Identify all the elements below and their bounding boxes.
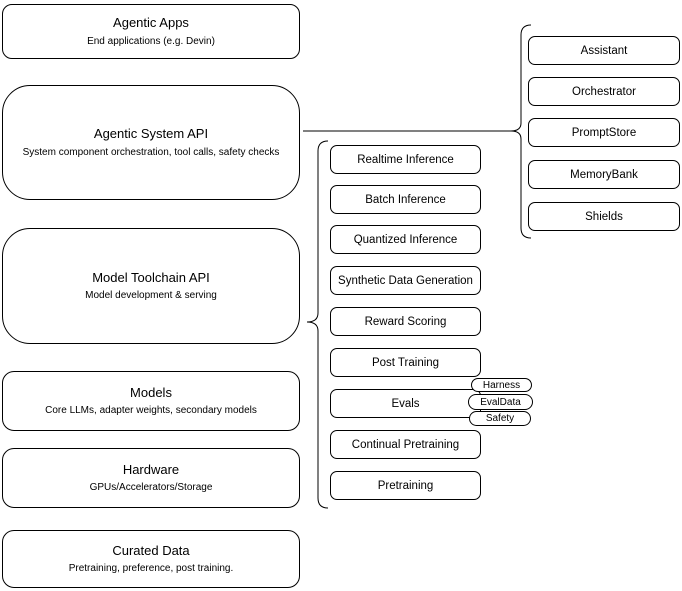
toolchain-item-synthetic-data-generation[interactable]: Synthetic Data Generation — [330, 266, 481, 295]
eval-tag-safety[interactable]: Safety — [469, 411, 531, 426]
box-model-toolchain-api-subtitle: Model development & serving — [85, 290, 217, 302]
toolchain-item-pretraining[interactable]: Pretraining — [330, 471, 481, 500]
system-item-assistant[interactable]: Assistant — [528, 36, 680, 65]
box-curated-data[interactable]: Curated Data Pretraining, preference, po… — [2, 530, 300, 588]
toolchain-item-realtime-inference[interactable]: Realtime Inference — [330, 145, 481, 174]
box-hardware[interactable]: Hardware GPUs/Accelerators/Storage — [2, 448, 300, 508]
toolchain-components-brace — [306, 140, 329, 509]
system-item-promptstore[interactable]: PromptStore — [528, 118, 680, 147]
box-agentic-system-api[interactable]: Agentic System API System component orch… — [2, 85, 300, 200]
box-hardware-subtitle: GPUs/Accelerators/Storage — [89, 482, 213, 494]
box-model-toolchain-api-title: Model Toolchain API — [92, 269, 210, 285]
system-item-orchestrator[interactable]: Orchestrator — [528, 77, 680, 106]
box-hardware-title: Hardware — [122, 461, 180, 477]
box-agentic-apps[interactable]: Agentic Apps End applications (e.g. Devi… — [2, 4, 300, 59]
eval-tag-harness[interactable]: Harness — [471, 378, 532, 392]
box-models-title: Models — [130, 384, 172, 400]
box-models-subtitle: Core LLMs, adapter weights, secondary mo… — [45, 405, 257, 417]
box-agentic-system-api-title: Agentic System API — [93, 126, 209, 142]
box-agentic-apps-title: Agentic Apps — [113, 15, 189, 31]
system-components-brace — [510, 24, 532, 239]
system-item-memorybank[interactable]: MemoryBank — [528, 160, 680, 189]
box-agentic-apps-subtitle: End applications (e.g. Devin) — [87, 35, 215, 47]
box-curated-data-title: Curated Data — [112, 542, 190, 558]
system-item-shields[interactable]: Shields — [528, 202, 680, 231]
box-model-toolchain-api[interactable]: Model Toolchain API Model development & … — [2, 228, 300, 344]
toolchain-item-post-training[interactable]: Post Training — [330, 348, 481, 377]
eval-tag-evaldata[interactable]: EvalData — [468, 394, 533, 410]
toolchain-item-evals[interactable]: Evals — [330, 389, 481, 418]
toolchain-item-continual-pretraining[interactable]: Continual Pretraining — [330, 430, 481, 459]
toolchain-item-reward-scoring[interactable]: Reward Scoring — [330, 307, 481, 336]
box-agentic-system-api-subtitle: System component orchestration, tool cal… — [22, 146, 280, 158]
toolchain-item-quantized-inference[interactable]: Quantized Inference — [330, 225, 481, 254]
toolchain-item-batch-inference[interactable]: Batch Inference — [330, 185, 481, 214]
box-models[interactable]: Models Core LLMs, adapter weights, secon… — [2, 371, 300, 431]
box-curated-data-subtitle: Pretraining, preference, post training. — [68, 563, 234, 575]
